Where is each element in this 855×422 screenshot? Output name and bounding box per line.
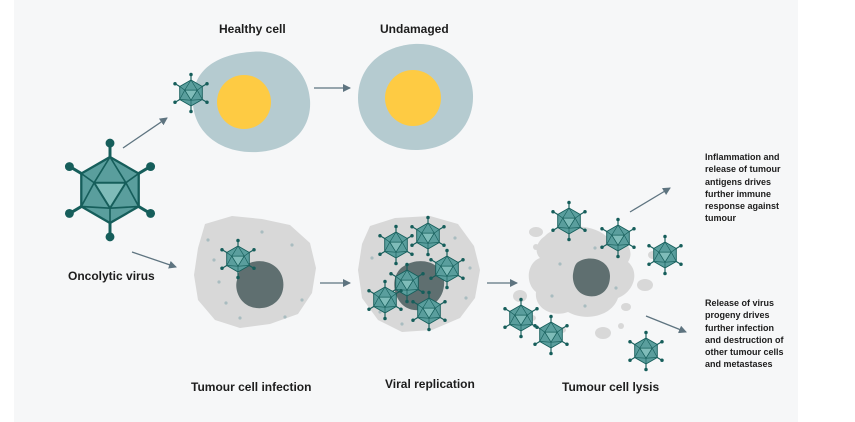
virus-icon <box>533 314 569 356</box>
virus-icon <box>628 330 664 372</box>
healthy-cell-nucleus <box>217 75 271 129</box>
arrows <box>122 84 687 334</box>
undamaged-label: Undamaged <box>380 22 449 36</box>
lysed-tumour-cell <box>513 226 658 339</box>
oncolytic-virus-icon <box>64 138 156 242</box>
undamaged-cell <box>358 43 474 151</box>
healthy-cell-label: Healthy cell <box>219 22 286 36</box>
tumour-cell-infected <box>194 216 316 328</box>
tumour-cell-lysis-label: Tumour cell lysis <box>562 380 660 394</box>
undamaged-cell-nucleus <box>385 70 441 126</box>
inflammation-note: Inflammation and release of tumour antig… <box>705 152 781 224</box>
lysed-nucleus <box>572 258 610 297</box>
release-note: Release of virus progeny drives further … <box>705 298 784 370</box>
viral-replication-label: Viral replication <box>385 377 475 391</box>
tumour-nucleus <box>236 261 284 309</box>
tumour-cell-infection-label: Tumour cell infection <box>191 380 312 394</box>
healthy-cell <box>192 51 311 153</box>
oncolytic-virus-label: Oncolytic virus <box>68 269 155 283</box>
